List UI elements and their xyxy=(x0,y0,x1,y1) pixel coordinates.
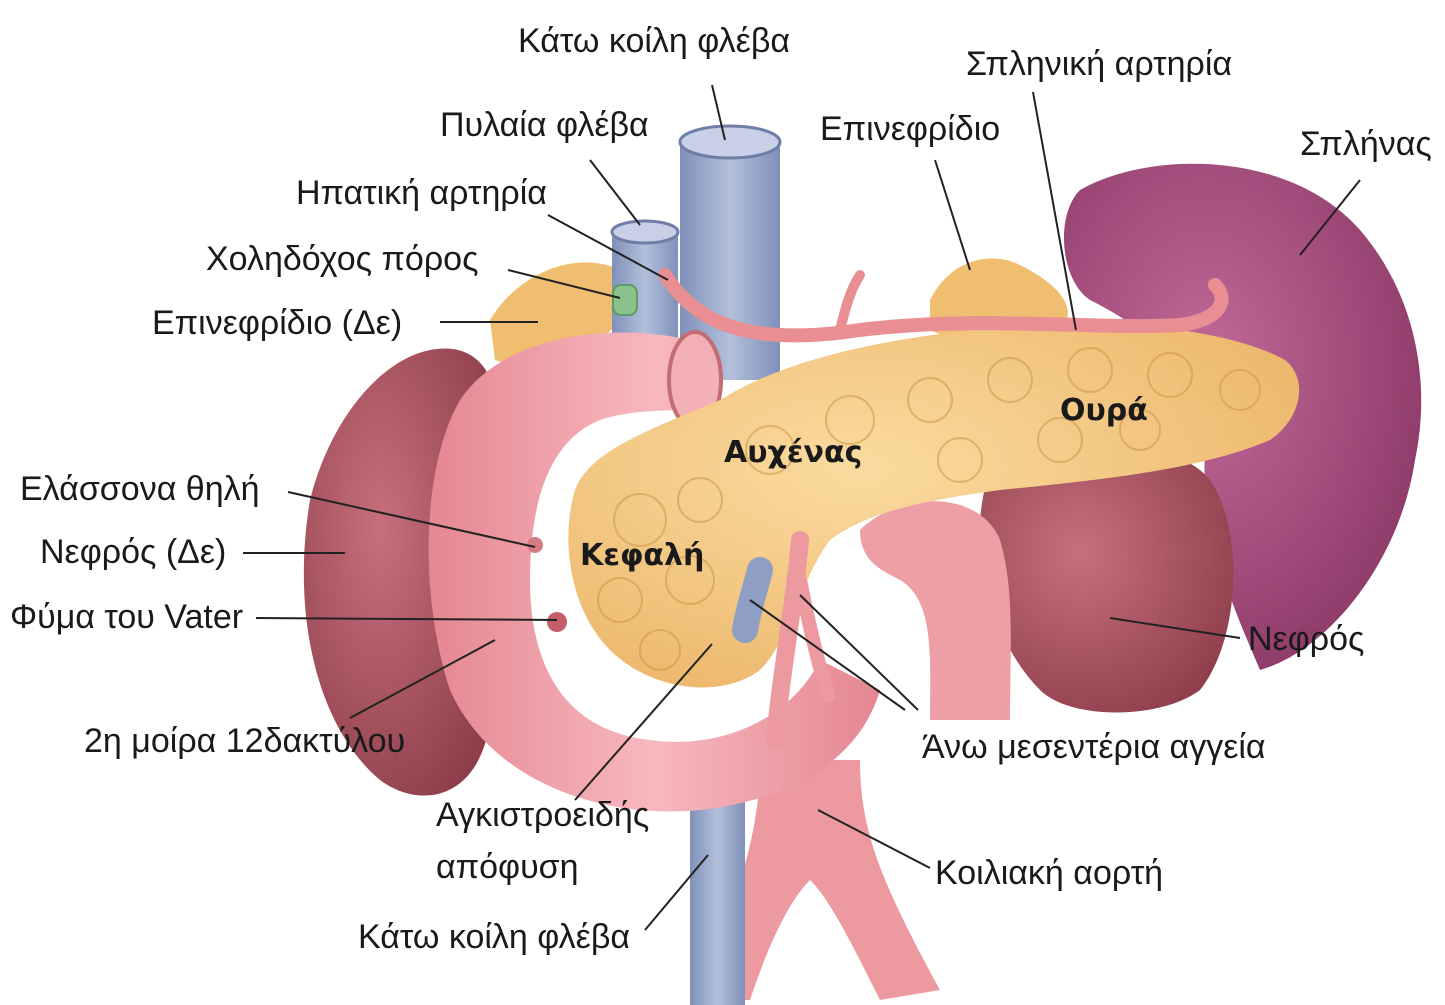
label-minor-papilla: Ελάσσονα θηλή xyxy=(20,470,260,508)
label-adrenal-right: Επινεφρίδιο (Δε) xyxy=(152,304,402,342)
label-spleen: Σπλήνας xyxy=(1300,125,1432,163)
smv-vein-shape xyxy=(745,570,760,630)
label-uncinate-line2: απόφυση xyxy=(436,848,579,886)
label-duodenum-2nd: 2η μοίρα 12δακτύλου xyxy=(84,722,405,760)
label-vater: Φύμα του Vater xyxy=(10,598,243,636)
ivc-lower-shape xyxy=(690,790,745,1005)
label-neck: Αυχένας xyxy=(724,435,862,470)
bile-duct-shape xyxy=(613,285,637,315)
label-splenic-artery: Σπληνική αρτηρία xyxy=(966,45,1232,83)
label-tail: Ουρά xyxy=(1060,393,1148,428)
label-portal-vein: Πυλαία φλέβα xyxy=(440,106,649,144)
label-kidney-right: Νεφρός (Δε) xyxy=(40,533,226,571)
jejunum-loop-shape xyxy=(860,501,1011,720)
label-aorta: Κοιλιακή αορτή xyxy=(935,854,1163,892)
label-kidney-left: Νεφρός xyxy=(1248,620,1364,658)
label-adrenal-left: Επινεφρίδιο xyxy=(820,110,1000,148)
label-hepatic-artery: Ηπατική αρτηρία xyxy=(296,174,547,212)
label-uncinate-line1: Αγκιστροειδής xyxy=(436,796,649,834)
ivc-opening xyxy=(680,126,780,158)
portal-vein-opening xyxy=(612,221,678,243)
hepatic-artery-branch xyxy=(840,275,860,330)
label-ivc-bottom: Κάτω κοίλη φλέβα xyxy=(358,918,630,956)
label-bile-duct: Χοληδόχος πόρος xyxy=(206,240,478,278)
label-head: Κεφαλή xyxy=(580,538,704,573)
label-ivc-top: Κάτω κοίλη φλέβα xyxy=(518,22,790,60)
label-sma-vessels: Άνω μεσεντέρια αγγεία xyxy=(922,728,1266,766)
vater-papilla-mark xyxy=(547,612,567,632)
